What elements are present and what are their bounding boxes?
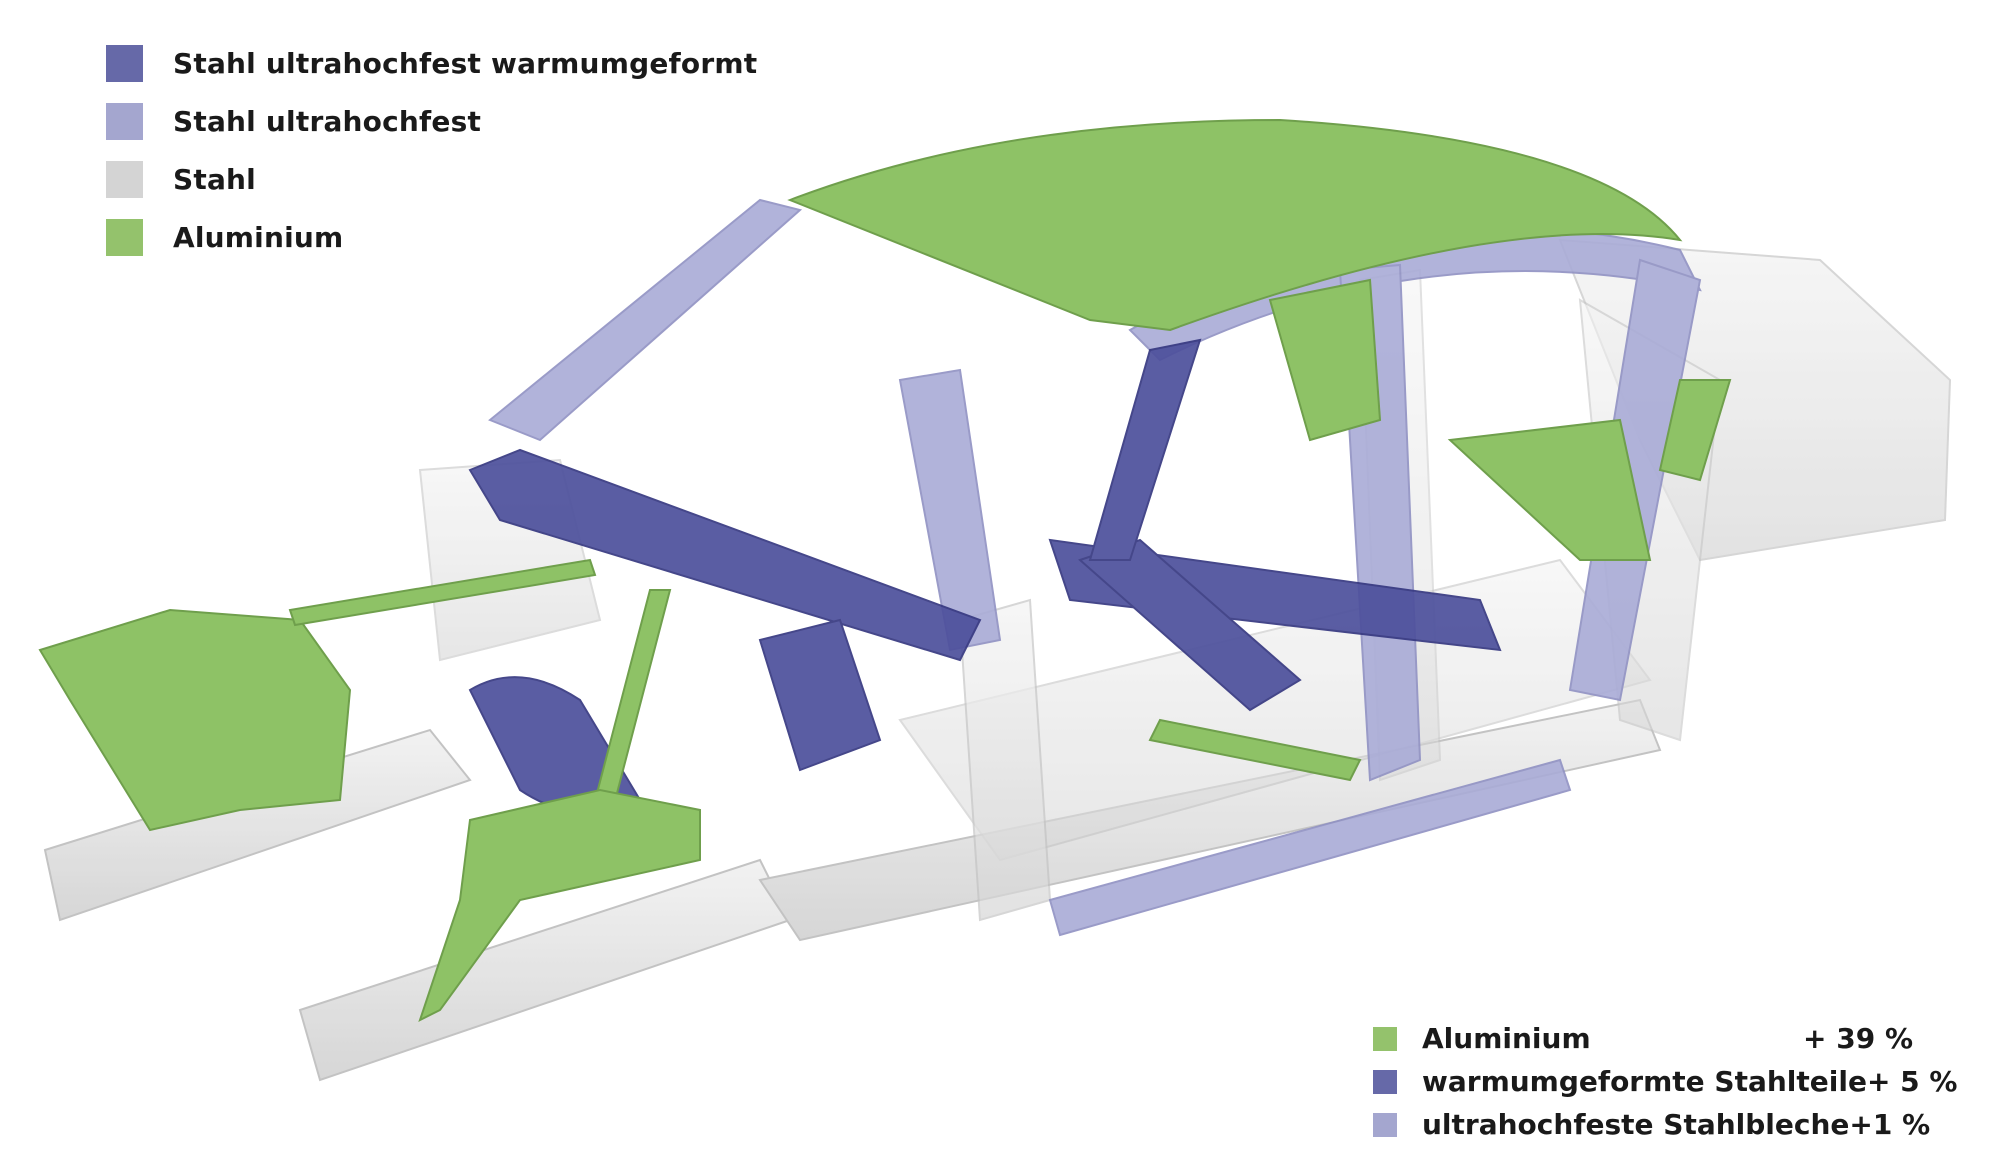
stat-label: ultrahochfeste Stahlbleche — [1422, 1108, 1850, 1141]
legend-item-hot-formed-steel: Stahl ultrahochfest warmumgeformt — [106, 34, 757, 92]
legend-label: Stahl ultrahochfest — [173, 104, 482, 138]
material-legend: Stahl ultrahochfest warmumgeformt Stahl … — [106, 34, 757, 266]
legend-item-ultra-high-strength-steel: Stahl ultrahochfest — [106, 92, 757, 150]
stat-swatch-aluminium — [1373, 1026, 1397, 1051]
stat-row-ultra-high-strength-steel: ultrahochfeste Stahlbleche +1 % — [1373, 1103, 1930, 1146]
legend-label: Stahl — [173, 162, 256, 196]
hot-formed-steel-parts — [468, 338, 1502, 814]
legend-label: Aluminium — [173, 220, 344, 254]
stat-row-hot-formed-steel: warmumgeformte Stahlteile + 5 % — [1373, 1060, 1957, 1103]
stat-label: Aluminium — [1422, 1022, 1591, 1055]
stat-swatch-ultra-high-strength-steel — [1373, 1112, 1397, 1137]
legend-swatch-steel — [106, 160, 143, 198]
legend-swatch-hot-formed-steel — [106, 44, 143, 82]
ultra-high-strength-steel-parts — [488, 198, 1702, 937]
stat-value: +1 % — [1849, 1108, 1931, 1141]
legend-swatch-ultra-high-strength-steel — [106, 102, 143, 140]
stat-value: + 39 % — [1803, 1022, 1913, 1055]
legend-item-aluminium: Aluminium — [106, 208, 757, 266]
legend-label: Stahl ultrahochfest warmumgeformt — [173, 46, 758, 80]
stat-label: warmumgeformte Stahlteile — [1422, 1065, 1867, 1098]
legend-item-steel: Stahl — [106, 150, 757, 208]
material-share-legend: Aluminium + 39 % warmumgeformte Stahltei… — [1373, 1017, 1957, 1146]
legend-swatch-aluminium — [106, 218, 143, 256]
stat-swatch-hot-formed-steel — [1373, 1069, 1397, 1094]
stat-value: + 5 % — [1866, 1065, 1958, 1098]
stat-row-aluminium: Aluminium + 39 % — [1373, 1017, 1913, 1060]
aluminium-parts — [38, 118, 1732, 1022]
